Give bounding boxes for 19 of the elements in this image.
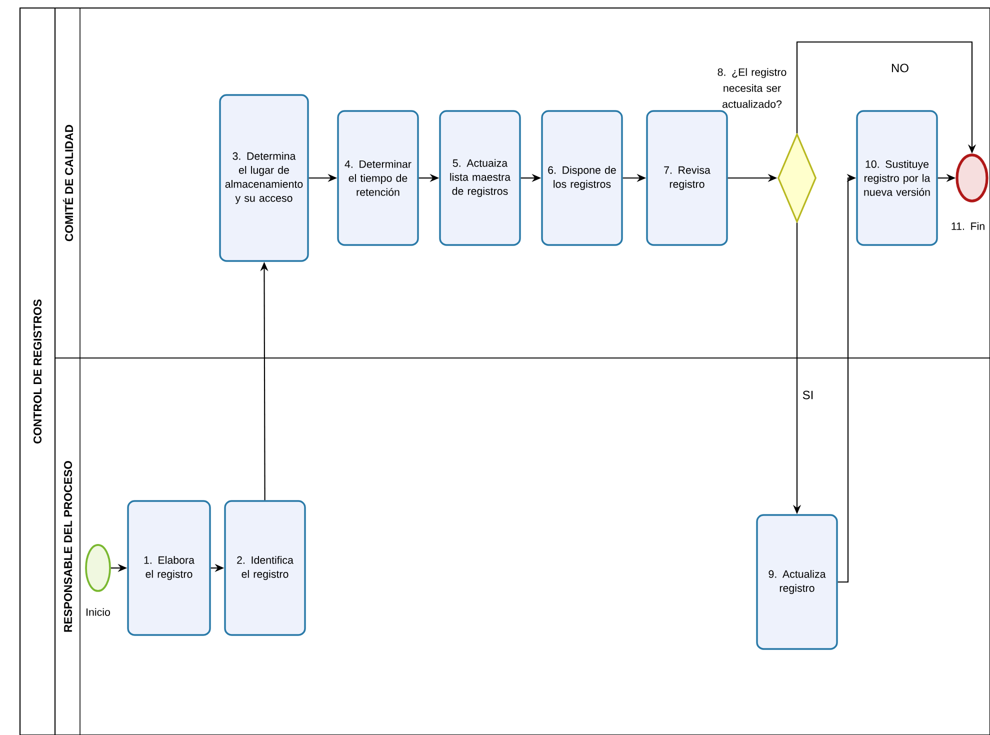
lane-label: COMITÉ DE CALIDAD <box>62 124 74 242</box>
task-box: 6. Dispone de los registros <box>541 110 623 246</box>
task-box: 5. Actuaiza lista maestra de registros <box>439 110 521 246</box>
task-box: 10. Sustituye registro por la nueva versión <box>856 110 938 246</box>
edge-label: NO <box>889 62 911 74</box>
task-box: 3. Determina el lugar de almacenamiento y su acceso <box>219 94 309 262</box>
task-box: 2. Identifica el registro <box>224 500 306 636</box>
question-text: 8. ¿El registro necesita ser actualizado? <box>718 68 786 108</box>
task-box: 1. Elabora el registro <box>127 500 211 636</box>
pool-label: CONTROL DE REGISTROS <box>34 300 42 444</box>
task-box: 7. Revisa registro <box>646 110 728 246</box>
node-caption: 11. Fin <box>952 222 984 230</box>
task-box: 9. Actualiza registro <box>756 514 838 650</box>
task-box: 4. Determinar el tiempo de retención <box>337 110 419 246</box>
start-circle <box>85 544 111 592</box>
node-caption: Inicio <box>86 608 110 616</box>
edge-label: SI <box>800 388 816 402</box>
lane-label: RESPONSABLE DEL PROCESO <box>64 461 72 632</box>
end-circle <box>956 154 988 202</box>
